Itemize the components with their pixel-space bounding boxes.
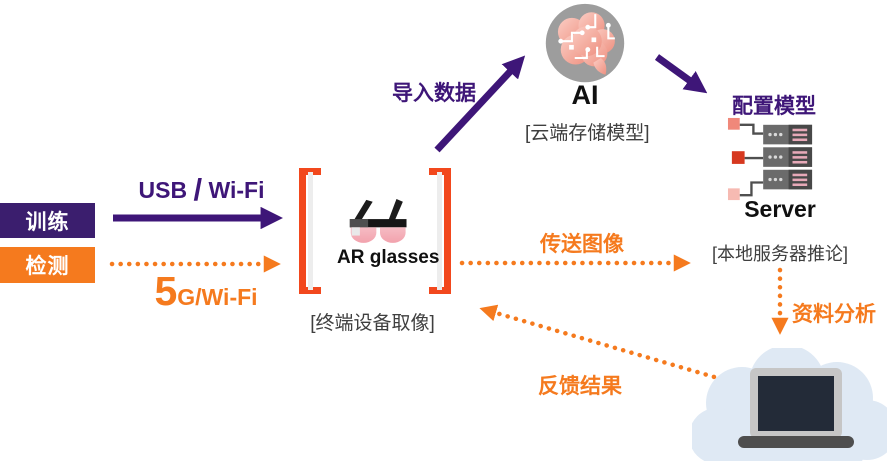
- feedback-result-label: 反馈结果: [538, 375, 622, 398]
- detect-badge: 检测: [0, 247, 95, 283]
- left-capture-bracket: [299, 168, 321, 294]
- arrow-configure-model: [654, 54, 708, 94]
- laptop-in-cloud-icon: [692, 348, 887, 461]
- slash-text: /: [193, 172, 203, 207]
- usb-wifi-label: USB / Wi-Fi: [113, 174, 290, 205]
- right-capture-bracket: [429, 168, 451, 294]
- ai-brain-circuit-icon: [545, 3, 625, 83]
- 5g-wifi-label: 5G/Wi-Fi: [136, 268, 276, 315]
- ai-title: AI: [571, 80, 599, 110]
- configure-model-label: 配置模型: [732, 95, 816, 118]
- usb-text: USB: [138, 177, 188, 203]
- server-title: Server: [744, 196, 816, 222]
- 5g-rest-text: G/Wi-Fi: [177, 284, 258, 310]
- train-badge: 训练: [0, 203, 95, 238]
- send-image-label: 传送图像: [540, 233, 624, 256]
- ai-subtitle: [云端存储模型]: [525, 123, 650, 144]
- data-analysis-label: 资料分析: [792, 303, 876, 326]
- 5g-big-text: 5: [154, 268, 178, 314]
- ar-glasses-subtitle: [终端设备取像]: [310, 313, 435, 334]
- import-data-label: 导入数据: [392, 82, 476, 105]
- ar-glasses-title: AR glasses: [337, 247, 440, 268]
- ar-glasses-icon: [349, 198, 407, 243]
- server-subtitle: [本地服务器推论]: [711, 244, 848, 264]
- wifi-text: Wi-Fi: [208, 177, 265, 203]
- server-rack-icon: [727, 117, 813, 201]
